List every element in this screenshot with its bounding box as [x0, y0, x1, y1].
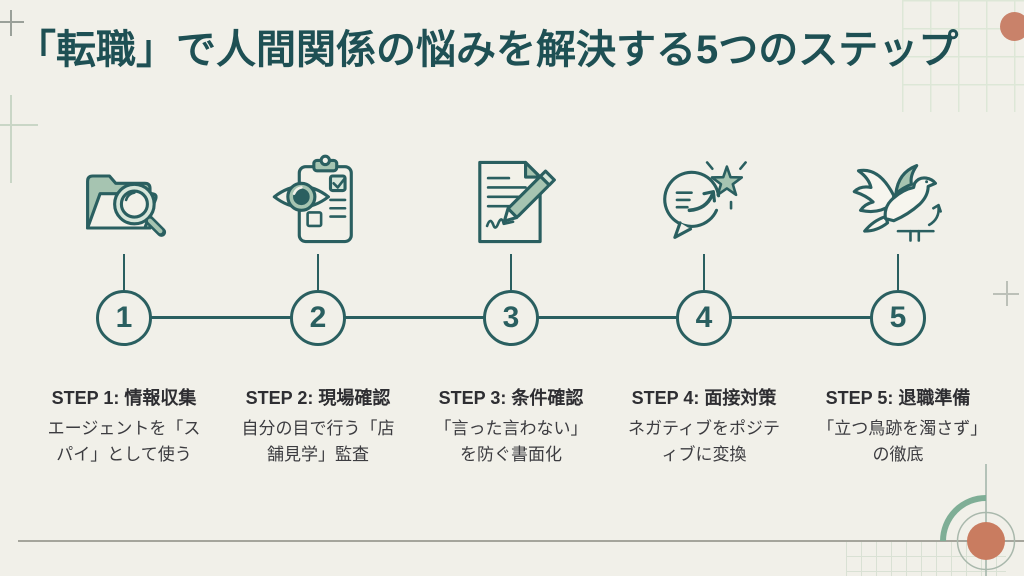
flying-dove-icon	[852, 164, 942, 242]
step2-icon-box	[262, 150, 374, 254]
folder-search-icon	[86, 174, 167, 237]
step1-icon-box	[68, 150, 180, 254]
step-column-5: 5 STEP 5: 退職準備 「立つ鳥跡を濁さず」の徹底	[803, 150, 993, 469]
target-circle-decoration-bottom-right	[940, 464, 1016, 576]
step-number-badge: 2	[290, 290, 346, 346]
eye-clipboard-icon	[272, 154, 353, 244]
speech-to-star-icon	[663, 161, 747, 239]
step3-icon-box	[455, 150, 567, 254]
divider-line-bottom	[18, 540, 1024, 542]
step-description: 「立つ鳥跡を濁さず」の徹底	[817, 419, 979, 465]
step-number-badge: 3	[483, 290, 539, 346]
step-connector-line	[896, 254, 900, 290]
step-description: ネガティブをポジティブに変換	[628, 419, 780, 465]
step-number-badge: 4	[676, 290, 732, 346]
step-description: 自分の目で行う「店舗見学」監査	[241, 419, 395, 465]
step-description: エージェントを「スパイ」として使う	[47, 419, 201, 465]
step-label: STEP 4: 面接対策	[631, 388, 777, 408]
step-number-badge: 5	[870, 290, 926, 346]
contract-pen-icon	[478, 160, 556, 244]
step-connector-line	[702, 254, 706, 290]
step-connector-line	[509, 254, 513, 290]
step-connector-line	[316, 254, 320, 290]
page-title: 「転職」で人間関係の悩みを解決する5つのステップ	[16, 28, 959, 72]
step-label: STEP 1: 情報収集	[51, 388, 197, 408]
step-label: STEP 2: 現場確認	[245, 388, 391, 408]
step-column-1: 1 STEP 1: 情報収集 エージェントを「スパイ」として使う	[29, 150, 219, 469]
step-label: STEP 5: 退職準備	[825, 388, 971, 408]
step-description: 「言った言わない」を防ぐ書面化	[434, 419, 588, 465]
step5-icon-box	[842, 150, 954, 254]
accent-circle-top-right	[1000, 12, 1024, 41]
step-label: STEP 3: 条件確認	[438, 388, 584, 408]
step4-icon-box	[648, 150, 760, 254]
step-connector-line	[122, 254, 126, 290]
step-column-2: 2 STEP 2: 現場確認 自分の目で行う「店舗見学」監査	[223, 150, 413, 469]
step-column-4: 4 STEP 4: 面接対策 ネガティブをポジティブに変換	[609, 150, 799, 469]
step-column-3: 3 STEP 3: 条件確認 「言った言わない」を防ぐ書面化	[416, 150, 606, 469]
step-number-badge: 1	[96, 290, 152, 346]
